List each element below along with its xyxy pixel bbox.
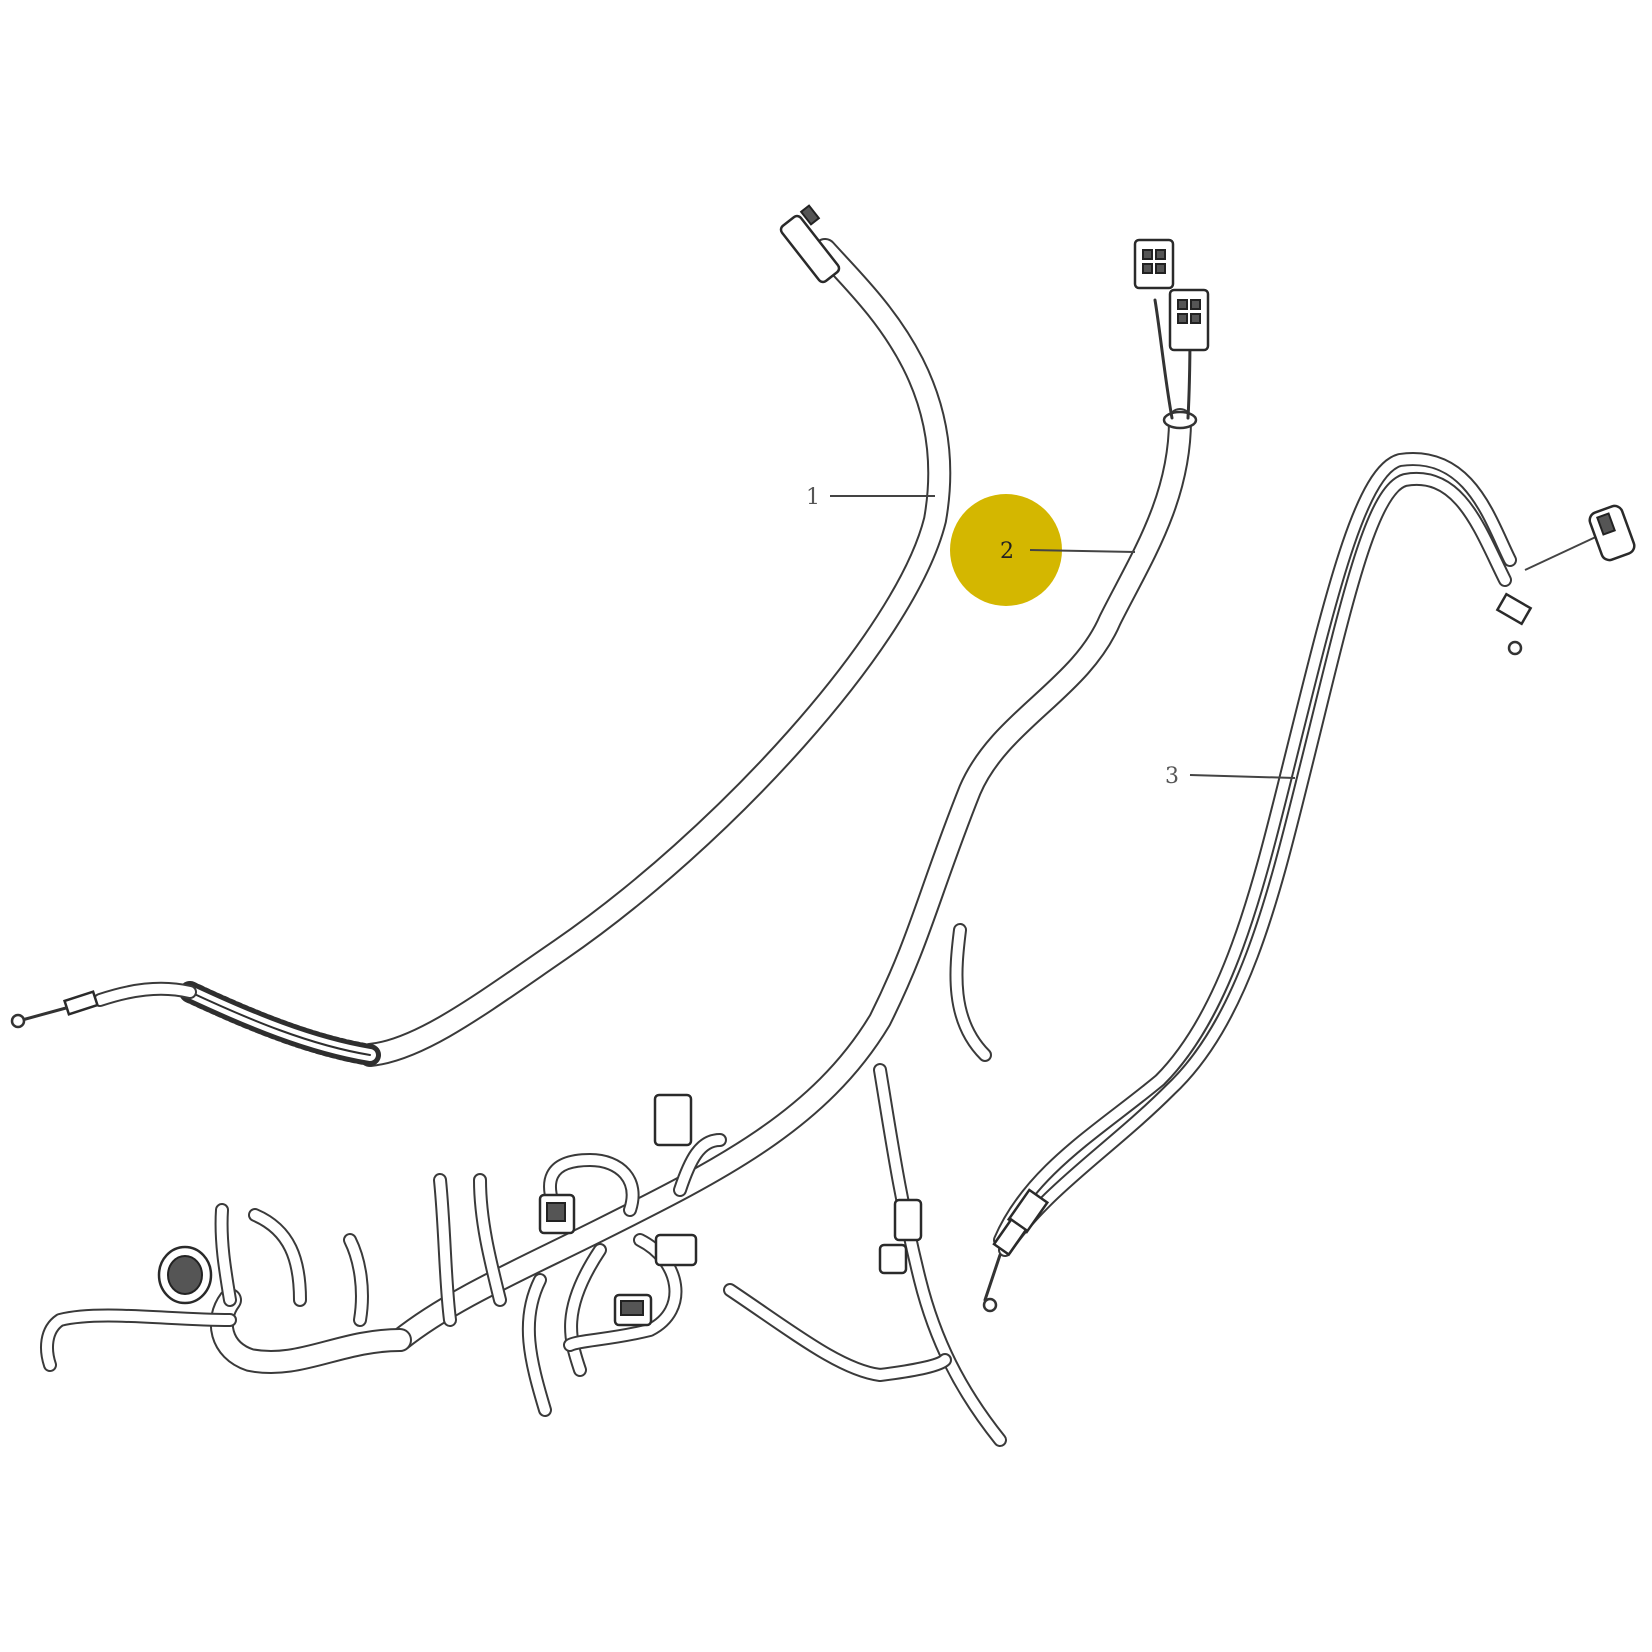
callout-1[interactable]: 1 [806,485,935,510]
callout-3-label: 3 [1165,764,1179,789]
callout-2[interactable]: 2 [950,494,1136,606]
harness-part-3[interactable] [982,452,1637,1313]
harness-part-1[interactable] [10,204,952,1067]
callout-3[interactable]: 3 [1165,764,1296,789]
callout-1-label: 1 [806,485,820,510]
callout-2-highlight [950,494,1062,606]
harness-part-2[interactable] [40,238,1210,1447]
callout-2-label: 2 [1000,539,1014,564]
